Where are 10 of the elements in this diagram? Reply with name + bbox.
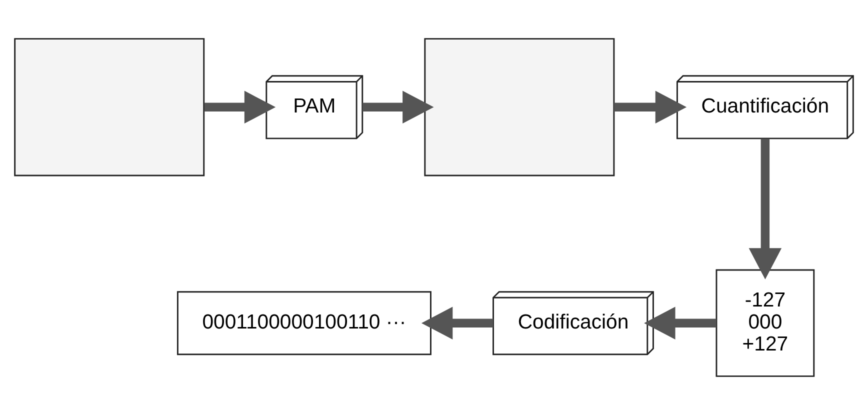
arrow <box>614 90 687 124</box>
arrow <box>204 90 276 124</box>
node-box <box>424 38 615 176</box>
node-box: -127 000 +127 <box>716 269 815 377</box>
arrow <box>748 138 782 280</box>
arrow <box>644 306 716 340</box>
node-box: 0001100000100110 ··· <box>176 291 432 356</box>
node-box <box>14 38 205 176</box>
arrow <box>362 90 434 124</box>
arrow <box>421 306 494 340</box>
